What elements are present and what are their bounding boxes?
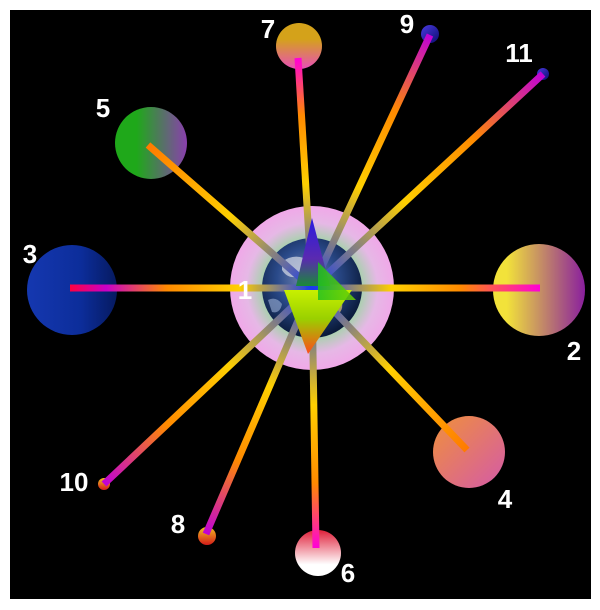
label-7: 7 (261, 14, 275, 44)
label-5: 5 (96, 93, 110, 123)
label-11: 11 (505, 38, 533, 68)
label-10: 10 (60, 467, 89, 497)
label-2: 2 (567, 336, 581, 366)
label-3: 3 (23, 239, 37, 269)
label-9: 9 (400, 9, 414, 39)
label-6: 6 (341, 558, 355, 588)
label-8: 8 (171, 509, 185, 539)
label-1: 1 (238, 275, 252, 305)
label-4: 4 (498, 484, 513, 514)
